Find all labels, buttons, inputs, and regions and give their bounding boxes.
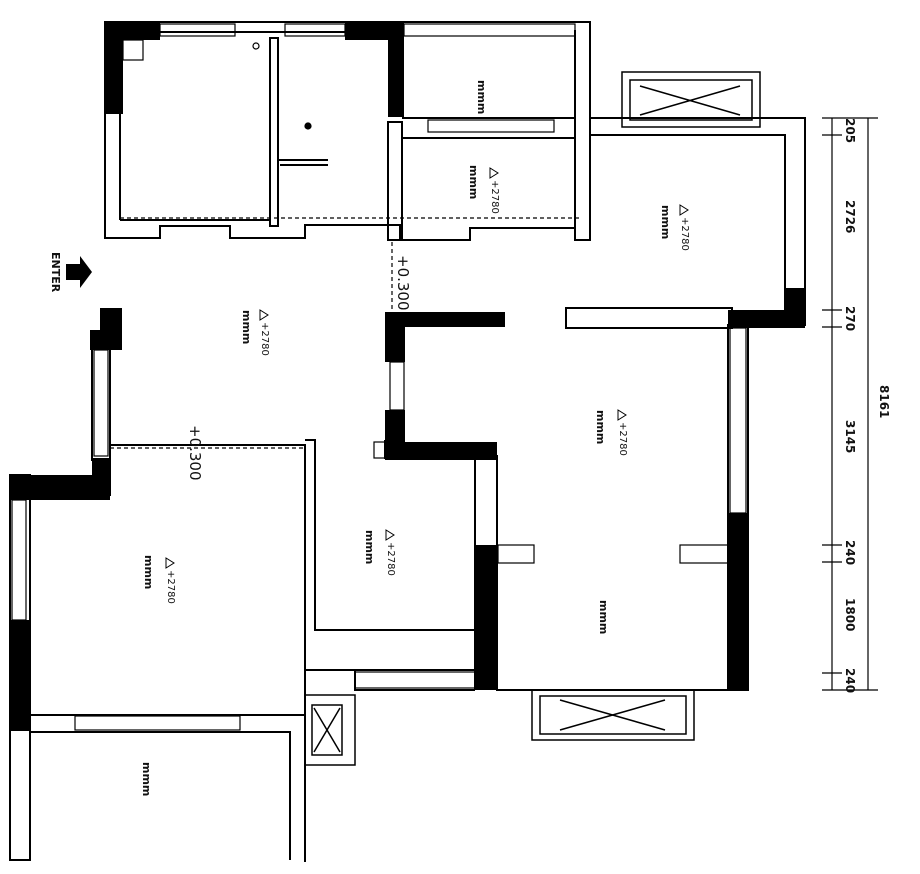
ceiling-level-text: +2780 (385, 542, 396, 576)
window-mid-vert (389, 361, 405, 411)
windows (11, 23, 747, 731)
fixtures (122, 39, 729, 564)
wall-lower-left (9, 729, 31, 861)
dimension-text: 1800 (843, 598, 857, 631)
floor-level-text: +0.300 (186, 425, 204, 481)
room-tag: mmm (142, 555, 155, 589)
ceiling-level-text: +2780 (165, 570, 176, 604)
wall-solid-mid-lower (475, 545, 497, 690)
entry-marker: ENTER (49, 252, 92, 293)
wall-top-left-rooms (104, 21, 591, 241)
ac-units (304, 71, 761, 766)
window-top-2 (284, 23, 346, 37)
dimension-text: 240 (843, 540, 857, 565)
room-tag: mmm (659, 205, 672, 239)
ceiling-level-text: +2780 (679, 217, 690, 251)
dimension-chain (822, 117, 878, 691)
drain-icon-2 (252, 42, 260, 50)
dimension-total: 8161 (877, 385, 891, 418)
window-left (11, 499, 27, 621)
floor-level-text: +0.300 (394, 255, 412, 311)
ac-unit-small (304, 694, 356, 766)
dimension-text: 2726 (843, 200, 857, 233)
wall-right-upper (590, 117, 806, 326)
room-tag: mmm (240, 310, 253, 344)
dimension-text: 3145 (843, 420, 857, 453)
window-top-1 (159, 23, 236, 37)
room-tag: mmm (363, 530, 376, 564)
drain-icon (304, 122, 312, 130)
ceiling-level-text: +2780 (489, 180, 500, 214)
floor-level-marks: +0.300 +0.300 (186, 255, 412, 481)
ceiling-level-marks: +2780 +2780 +2780 +2780 +2780 +2780 (165, 167, 690, 604)
room-tag: mmm (594, 410, 607, 444)
room-tag: mmm (597, 600, 610, 634)
dimension-text: 270 (843, 306, 857, 331)
entry-arrow-icon (66, 256, 92, 288)
room-tag: mmm (140, 762, 153, 796)
wall-solid-right-lower (728, 513, 748, 690)
entry-label: ENTER (49, 252, 62, 293)
window-col (93, 349, 109, 457)
ac-unit-top (621, 71, 761, 128)
dimension-labels: 205 2726 270 3145 240 1800 240 8161 (843, 118, 891, 693)
dimension-text: 240 (843, 668, 857, 693)
window-lower-left (74, 715, 241, 731)
window-bottom (354, 671, 476, 689)
window-right (729, 327, 747, 514)
wall-middle-stub (565, 307, 733, 329)
room-tag: mmm (467, 165, 480, 199)
wall-bath-divider (269, 37, 279, 227)
room-tag: mmm (475, 80, 488, 114)
bathroom-fixture (122, 39, 144, 61)
dimension-text: 205 (843, 118, 857, 143)
ceiling-level-text: +2780 (259, 322, 270, 356)
wall-solid-mid-horiz (385, 442, 497, 460)
ceiling-level-text: +2780 (617, 422, 628, 456)
walls-solid (10, 22, 805, 730)
wall-solid-mid-top (385, 312, 505, 327)
room-tags: mmm mmm mmm mmm mmm mmm mmm mmm mmm (140, 80, 672, 796)
level-change-lines (110, 217, 580, 449)
window-top-3 (403, 23, 576, 37)
ac-unit-bottom (531, 689, 695, 741)
window-mid-1 (427, 119, 555, 133)
